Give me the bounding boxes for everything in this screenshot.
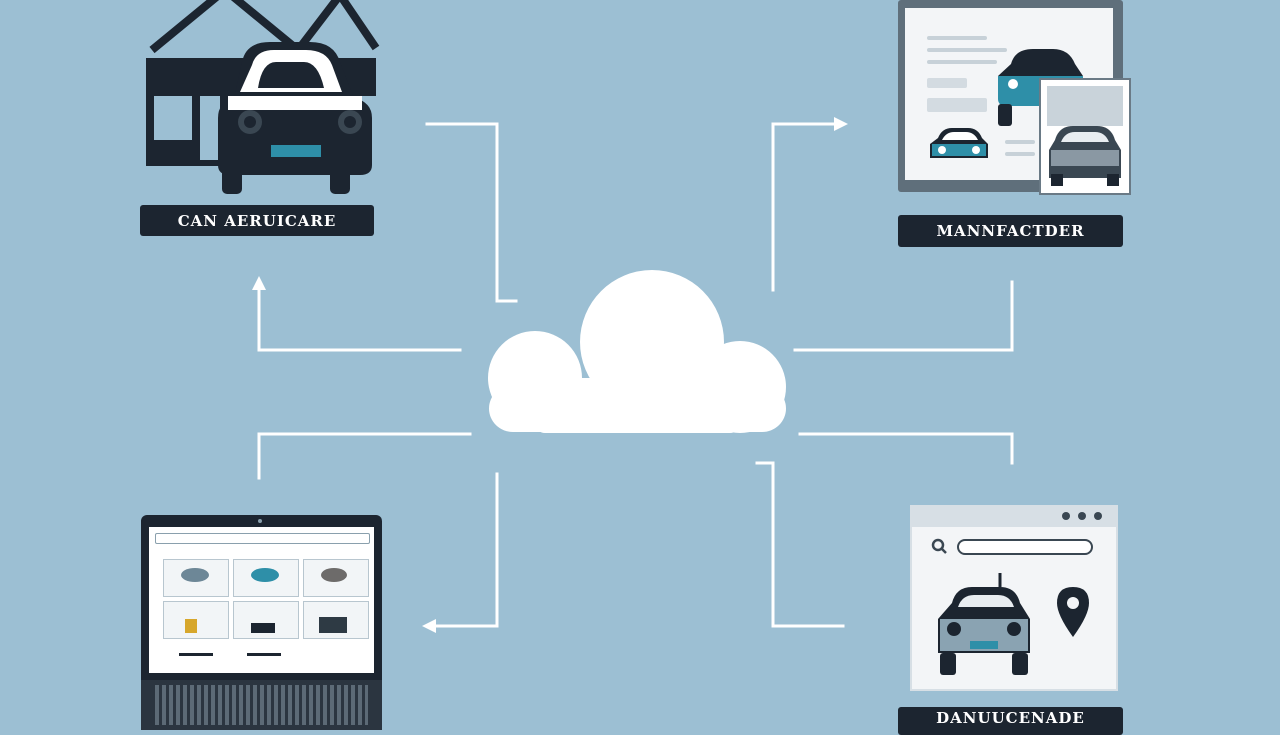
keyboard xyxy=(155,685,368,725)
manufacturer-label: MANNFACTDER xyxy=(898,215,1123,247)
cloud-icon xyxy=(488,270,786,433)
laptop-screen xyxy=(141,515,382,680)
connector-bottom-left-arrow xyxy=(432,472,499,628)
dealer-label: CAN AERUICARE xyxy=(140,205,374,236)
location-pin-icon xyxy=(1057,587,1089,637)
laptop-display xyxy=(149,527,374,673)
address-bar xyxy=(155,533,370,544)
grey-car-icon xyxy=(1047,86,1123,186)
laptop-inventory-grid-icon xyxy=(141,515,382,730)
arrowhead-top-right xyxy=(834,117,848,131)
connector-bottom-left-upper xyxy=(257,432,472,480)
search-icon xyxy=(931,538,947,554)
connector-bottom-right-lower xyxy=(755,461,845,628)
connector-top-right-lower xyxy=(793,280,1014,352)
connector-lines xyxy=(252,117,1014,633)
nav-titlebar xyxy=(910,505,1118,527)
connector-top-left-arrow xyxy=(257,288,462,352)
bottom-right-label: DANUUCENADE xyxy=(898,707,1123,735)
search-bar xyxy=(957,539,1093,555)
connector-top-left-upper xyxy=(425,122,518,303)
window-dot xyxy=(1062,512,1070,520)
camera-dot xyxy=(258,519,262,523)
tile-thumbnails xyxy=(179,568,347,656)
navigation-app-window-icon xyxy=(910,505,1118,691)
arrowhead-top-left xyxy=(252,276,266,290)
window-dot xyxy=(1078,512,1086,520)
connector-top-right-arrow xyxy=(771,122,836,292)
car-dealership-icon xyxy=(146,0,380,194)
arrowhead-bottom-left xyxy=(422,619,436,633)
window-dot xyxy=(1094,512,1102,520)
connector-bottom-right-upper xyxy=(798,432,1014,465)
small-car-icon xyxy=(930,128,988,158)
nav-car-icon xyxy=(938,573,1030,675)
sub-window xyxy=(1039,78,1131,195)
